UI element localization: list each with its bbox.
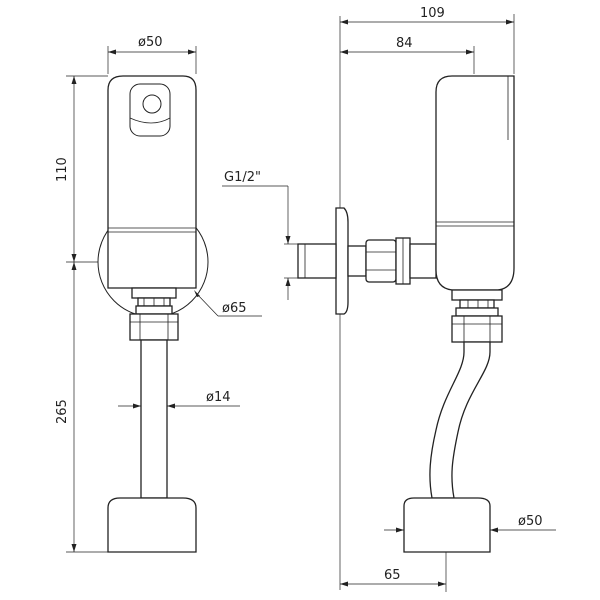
dim-pipe-diameter: ø14	[118, 390, 240, 409]
dim-total-depth: 109	[340, 6, 515, 74]
side-bent-pipe	[429, 341, 491, 499]
label-pipe-diameter: ø14	[206, 390, 231, 405]
dim-body-depth: 84	[340, 36, 475, 74]
front-view: ø50 110 265 ø65	[55, 35, 262, 553]
dim-base-offset: 65	[340, 552, 447, 592]
thread-stub	[297, 243, 337, 279]
side-base	[403, 497, 491, 553]
front-base	[107, 497, 197, 553]
sensor-curve	[129, 117, 171, 124]
side-view: 109 84 G1/2" ø50	[222, 6, 556, 592]
dim-height-lower: 265	[55, 262, 108, 553]
label-height-lower: 265	[55, 399, 70, 424]
dim-ring-diameter: ø65	[194, 290, 262, 317]
front-body	[107, 75, 197, 289]
dim-top-diameter: ø50	[107, 35, 197, 74]
hex-nut	[365, 237, 437, 285]
dim-base-diameter: ø50	[384, 514, 556, 533]
dim-height-upper: 110	[55, 75, 108, 263]
sensor-window	[129, 83, 171, 137]
side-body	[435, 75, 515, 291]
label-height-upper: 110	[55, 157, 70, 182]
label-base-offset: 65	[384, 568, 401, 583]
label-body-depth: 84	[396, 36, 413, 51]
sensor-lens	[142, 94, 162, 114]
front-pipe	[140, 339, 168, 499]
dim-thread-size: G1/2"	[222, 170, 298, 300]
label-base-diameter: ø50	[518, 514, 543, 529]
front-connector	[129, 287, 179, 341]
side-connector	[451, 289, 503, 343]
label-thread-size: G1/2"	[224, 170, 261, 185]
wall-flange	[335, 207, 349, 315]
label-total-depth: 109	[420, 6, 445, 21]
label-top-diameter: ø50	[138, 35, 163, 50]
label-ring-diameter: ø65	[222, 301, 247, 316]
side-coupling-pipe	[347, 245, 367, 277]
